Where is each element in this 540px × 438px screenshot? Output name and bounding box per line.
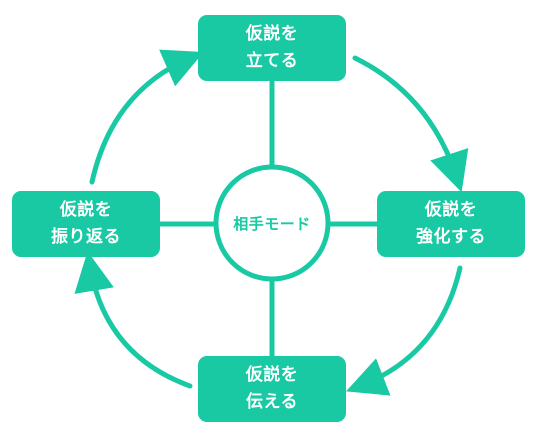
center-label-text: 相手モード <box>233 214 311 233</box>
node-line2: 振り返る <box>51 227 121 247</box>
node-line1: 仮説を <box>59 200 113 220</box>
node-line1: 仮説を <box>424 200 478 220</box>
center-circle <box>213 164 331 282</box>
arrow-bottom-to-left <box>74 251 193 389</box>
arrow-left-to-top <box>89 49 204 185</box>
arrow-top-to-right <box>352 55 469 193</box>
arrow-right-to-bottom <box>346 265 463 396</box>
center-label: 相手モード <box>214 165 330 281</box>
node-review-hypothesis: 仮説を 振り返る <box>12 191 160 257</box>
node-communicate-hypothesis: 仮説を 伝える <box>198 356 346 422</box>
node-line1: 仮説を <box>245 24 299 44</box>
node-line2: 強化する <box>416 227 486 247</box>
node-set-hypothesis: 仮説を 立てる <box>198 15 346 81</box>
node-line1: 仮説を <box>245 365 299 385</box>
node-line2: 立てる <box>245 51 299 71</box>
node-strengthen-hypothesis: 仮説を 強化する <box>377 191 525 257</box>
node-line2: 伝える <box>246 392 298 412</box>
